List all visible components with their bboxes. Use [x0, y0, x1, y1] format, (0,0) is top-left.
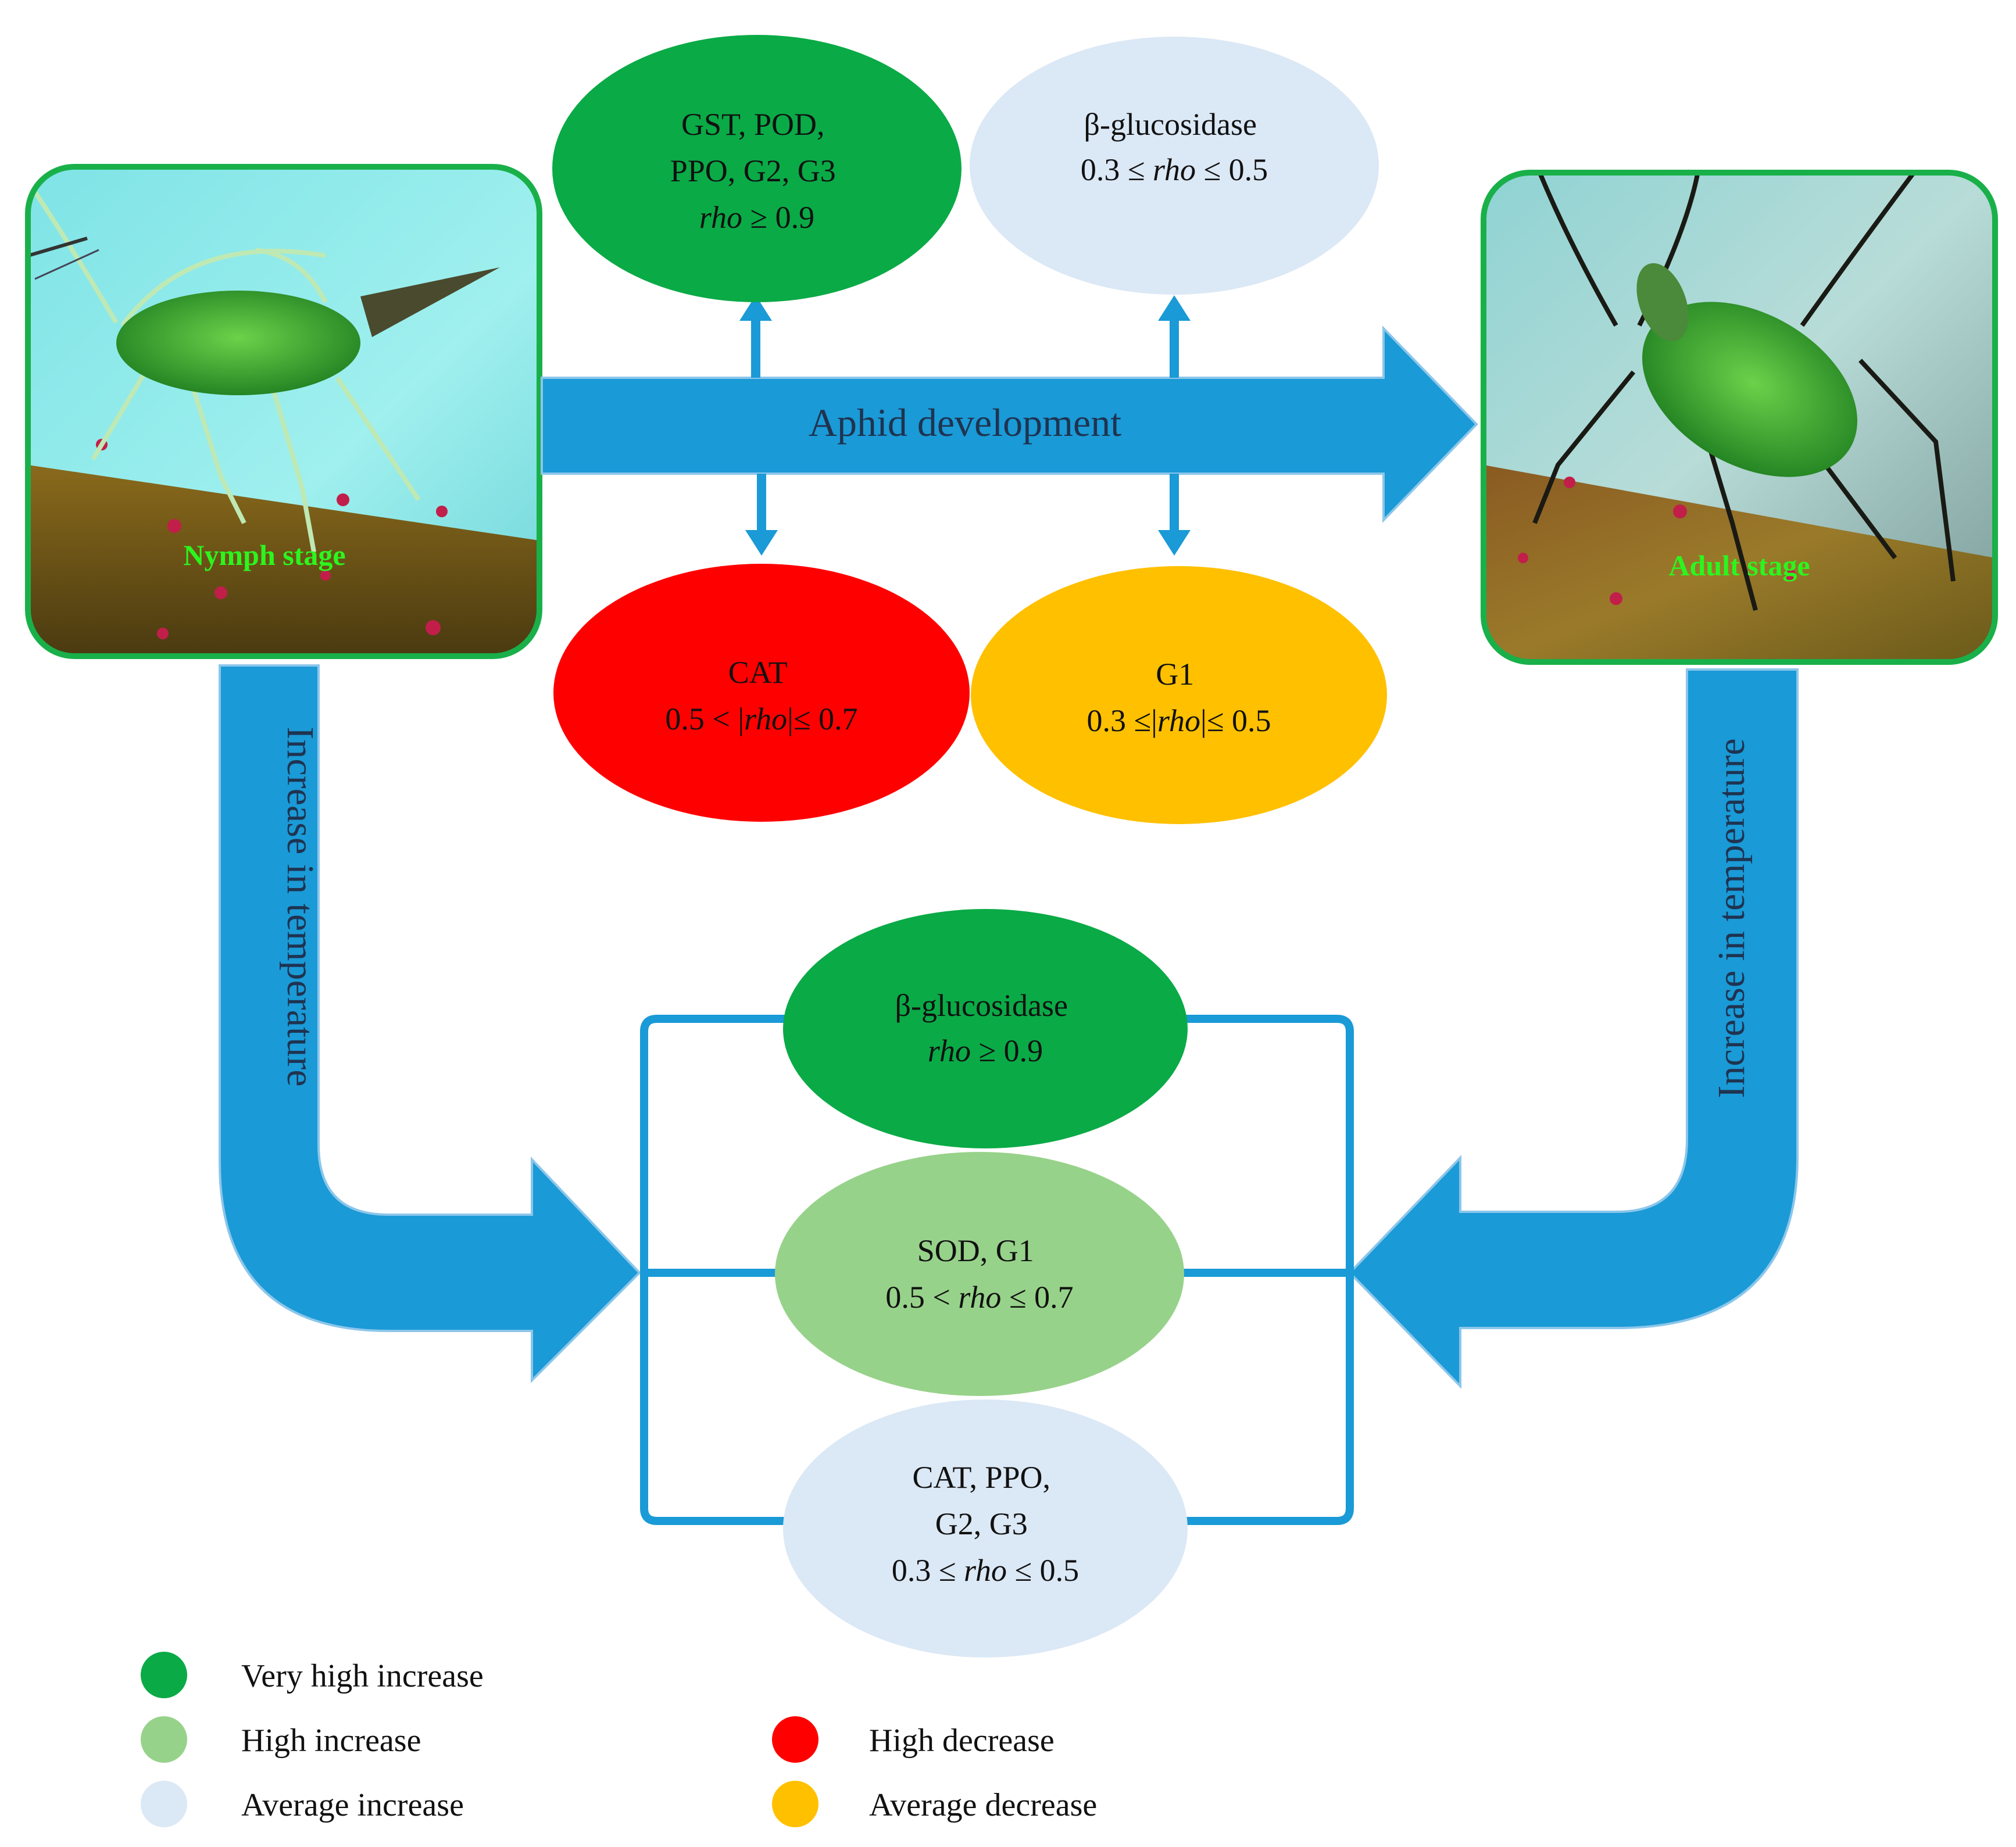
svg-text:SOD, G1 0.5 < rho ≤ 0.7: SOD, G1 0.5 < rho ≤ 0.7	[885, 1233, 1073, 1315]
rho-symbol: rho	[958, 1280, 1001, 1315]
top-right-node: β-glucosidase 0.3 ≤ rho ≤ 0.5	[970, 37, 1379, 295]
rho-symbol: rho	[744, 701, 787, 736]
node-line: CAT	[728, 655, 788, 690]
node-line: GST, POD,	[681, 107, 825, 142]
bottom-right-dev-node: G1 0.3 ≤|rho|≤ 0.5	[971, 566, 1387, 824]
temperature-node-average: CAT, PPO, G2, G3 0.3 ≤ rho ≤ 0.5	[783, 1399, 1188, 1658]
legend-item-high-increase: High increase	[141, 1716, 421, 1763]
legend-item-very-high-increase: Very high increase	[141, 1652, 484, 1698]
svg-text:β-glucosidase 0.3 ≤ rho: β-glucosidase 0.3 ≤ rho ≤ 0.5	[1081, 107, 1268, 187]
rho-range: 0.3 ≤|	[1087, 703, 1157, 738]
svg-text:G1 0.3 ≤|rho|≤ 0.5: G1 0.3 ≤|rho|≤ 0.5	[1087, 657, 1271, 738]
arrow-to-top-left-node	[739, 295, 772, 378]
svg-text:GST, POD, PPO, G2, G3: GST, POD, PPO, G2, G3 rho ≥ 0.9	[670, 107, 844, 235]
legend-swatch	[141, 1716, 187, 1763]
arrow-to-top-right-node	[1158, 295, 1191, 378]
nymph-stage-label: Nymph stage	[183, 539, 345, 571]
adult-stage-label: Adult stage	[1668, 549, 1810, 582]
arrow-to-bottom-right-node	[1158, 474, 1191, 556]
bottom-left-dev-node: CAT 0.5 < |rho|≤ 0.7	[553, 564, 970, 822]
rho-range: |≤ 0.5	[1200, 703, 1271, 738]
svg-text:β-glucosidase rho ≥ 0.9: β-glucosidase rho ≥ 0.9	[895, 988, 1076, 1068]
rho-range: 0.3 ≤	[1081, 152, 1153, 187]
rho-symbol: rho	[699, 200, 742, 235]
legend-label: Very high increase	[241, 1658, 484, 1694]
svg-text:CAT 0.5 < |rho|≤ 0.7: CAT 0.5 < |rho|≤ 0.7	[665, 655, 857, 736]
left-temperature-arrow: Increase in temperature	[219, 664, 641, 1383]
node-line: PPO, G2, G3	[670, 153, 836, 188]
node-line: CAT, PPO,	[912, 1460, 1050, 1495]
arrow-to-bottom-left-node	[745, 474, 778, 556]
rho-range: ≥ 0.9	[971, 1033, 1043, 1068]
left-temperature-label: Increase in temperature	[279, 726, 321, 1086]
legend-label: High decrease	[869, 1723, 1055, 1759]
node-line: G1	[1156, 657, 1194, 692]
rho-symbol: rho	[1153, 152, 1196, 187]
nymph-photo: Nymph stage	[25, 164, 542, 659]
node-line: SOD, G1	[917, 1233, 1034, 1268]
legend-label: Average decrease	[869, 1787, 1097, 1823]
legend-swatch	[141, 1781, 187, 1827]
rho-range: 0.5 <	[885, 1280, 958, 1315]
right-temperature-label: Increase in temperature	[1710, 738, 1753, 1098]
node-line: G2, G3	[935, 1506, 1028, 1541]
adult-photo: Adult stage	[1481, 170, 1998, 665]
temperature-node-very-high: β-glucosidase rho ≥ 0.9	[783, 909, 1188, 1148]
legend-label: Average increase	[241, 1787, 464, 1823]
rho-symbol: rho	[964, 1553, 1007, 1588]
rho-range: |≤ 0.7	[787, 701, 857, 736]
legend-label: High increase	[241, 1723, 421, 1759]
node-line: β-glucosidase	[895, 988, 1068, 1023]
rho-range: ≤ 0.5	[1196, 152, 1268, 187]
svg-text:CAT, PPO, G2, G3: CAT, PPO, G2, G3 0.3 ≤ rho ≤ 0.5	[892, 1460, 1079, 1588]
rho-range: 0.5 < |	[665, 701, 744, 736]
rho-symbol: rho	[928, 1033, 971, 1068]
development-arrow: Aphid development	[541, 325, 1478, 523]
connector-arrows	[739, 295, 1191, 556]
legend-swatch	[141, 1652, 187, 1698]
right-temperature-arrow: Increase in temperature	[1348, 668, 1799, 1389]
rho-range: ≥ 0.9	[742, 200, 814, 235]
temperature-bracket	[640, 1015, 1354, 1525]
rho-range: ≤ 0.5	[1007, 1553, 1079, 1588]
legend: Very high increase High increase Average…	[141, 1652, 1097, 1827]
legend-item-average-decrease: Average decrease	[772, 1781, 1097, 1827]
legend-swatch	[772, 1781, 818, 1827]
top-left-node: GST, POD, PPO, G2, G3 rho ≥ 0.9	[552, 35, 961, 302]
legend-item-average-increase: Average increase	[141, 1781, 464, 1827]
temperature-node-high: SOD, G1 0.5 < rho ≤ 0.7	[775, 1152, 1184, 1396]
node-line: β-glucosidase	[1084, 107, 1257, 142]
rho-symbol: rho	[1157, 703, 1200, 738]
legend-swatch	[772, 1716, 818, 1763]
legend-item-high-decrease: High decrease	[772, 1716, 1055, 1763]
rho-range: ≤ 0.7	[1001, 1280, 1073, 1315]
development-arrow-label: Aphid development	[809, 400, 1121, 445]
rho-range: 0.3 ≤	[892, 1553, 964, 1588]
